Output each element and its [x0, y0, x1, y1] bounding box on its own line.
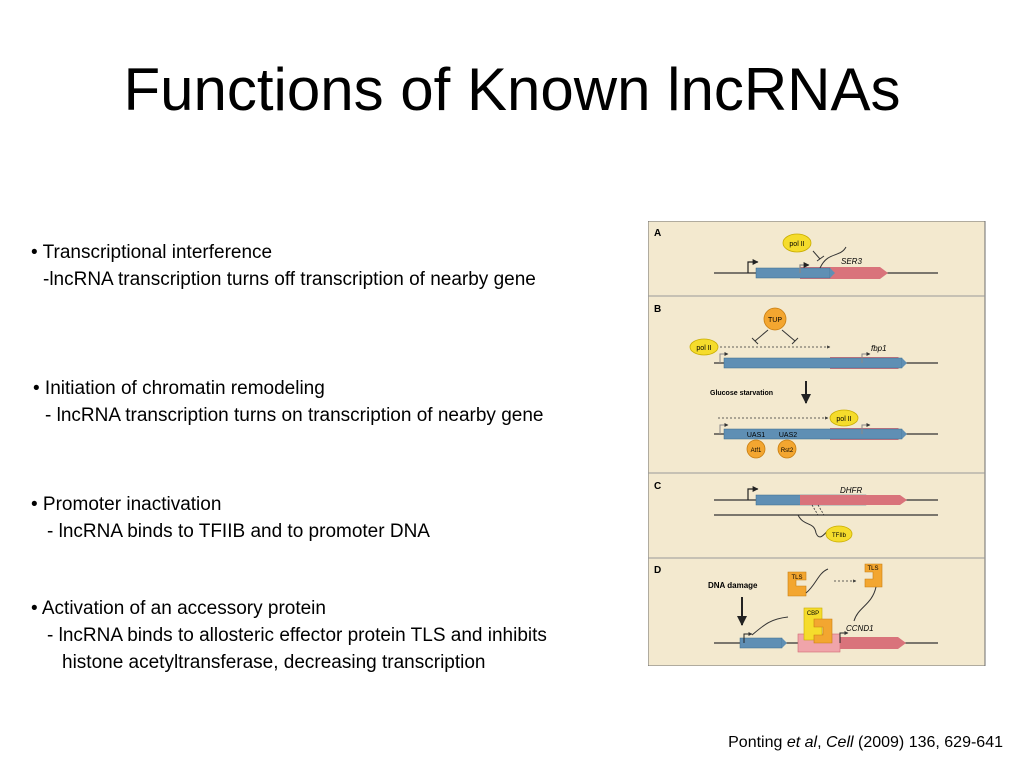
panel-b: B TUP pol II fbp1 Glucose starvation pol… — [654, 304, 938, 459]
pol-ii-label: pol II — [696, 345, 711, 352]
uas1-label: UAS1 — [747, 432, 765, 439]
pol-ii-label: pol II — [836, 416, 851, 423]
promoter-arrow — [747, 259, 759, 273]
condition-label: Glucose starvation — [710, 390, 773, 397]
bullet-transcriptional-interference: • Transcriptional interference -lncRNA t… — [31, 239, 536, 293]
tfiib-label: TFIIb — [832, 533, 847, 539]
tls-label: TLS — [867, 566, 878, 572]
pol-ii-label: pol II — [789, 241, 804, 248]
citation: Ponting et al, Cell (2009) 136, 629-641 — [728, 734, 1003, 752]
gene-label: fbp1 — [871, 344, 887, 353]
tls-protein-icon — [787, 571, 807, 597]
condition-label: DNA damage — [708, 581, 758, 590]
pol-ii-icon — [689, 338, 719, 356]
tls-protein-bound — [813, 618, 833, 644]
panel-c: C DHFR TFIIb — [654, 481, 938, 543]
lncrna-mechanism-figure: A pol II SER3 B TUP pol II fbp1 — [648, 221, 986, 666]
cbp-label: CBP — [807, 611, 819, 617]
bullet-detail-continued: histone acetyltransferase, decreasing tr… — [62, 652, 486, 673]
uas2-label: UAS2 — [779, 432, 797, 439]
panel-letter: B — [654, 304, 661, 315]
gene-box — [800, 495, 900, 505]
rst2-icon — [777, 439, 797, 459]
lncrna-box — [723, 357, 903, 369]
rst2-label: Rst2 — [781, 448, 794, 454]
citation-etal: et al — [786, 734, 818, 751]
panel-a: A pol II SER3 — [654, 228, 938, 279]
figure-frame — [648, 221, 986, 666]
atf1-label: Atf1 — [751, 448, 762, 454]
bullet-heading: • Activation of an accessory protein — [31, 598, 326, 619]
bullet-promoter-inactivation: • Promoter inactivation - lncRNA binds t… — [31, 491, 430, 545]
lncrna-box — [739, 637, 783, 649]
bullet-detail: - lncRNA binds to allosteric effector pr… — [47, 625, 547, 646]
panel-letter: D — [654, 565, 661, 576]
tup-label: TUP — [768, 317, 782, 324]
panel-letter: A — [654, 228, 661, 239]
page-title: Functions of Known lncRNAs — [123, 56, 901, 123]
citation-journal: Cell — [825, 734, 854, 751]
lncrna-strand — [751, 616, 789, 636]
bullet-chromatin-remodeling: • Initiation of chromatin remodeling - l… — [33, 375, 543, 429]
bullet-heading: • Promoter inactivation — [31, 494, 222, 515]
citation-sep: , — [817, 734, 826, 751]
atf1-icon — [746, 439, 766, 459]
gene-label: SER3 — [841, 257, 862, 266]
inhibition-line — [812, 250, 821, 260]
tls-protein-icon — [864, 563, 883, 588]
promoter-arrow — [799, 262, 810, 273]
panel-letter: C — [654, 481, 661, 492]
tup-icon — [763, 307, 787, 331]
promoter-arrow — [747, 486, 759, 500]
lncrna-strand — [819, 246, 847, 269]
bullet-detail: - lncRNA transcription turns on transcri… — [45, 405, 544, 426]
citation-details: (2009) 136, 629-641 — [853, 734, 1003, 751]
gene-box — [840, 637, 898, 649]
tls-label: TLS — [791, 575, 802, 581]
bullet-detail: -lncRNA transcription turns off transcri… — [43, 269, 536, 290]
bullet-heading: • Transcriptional interference — [31, 242, 273, 263]
bullet-detail: - lncRNA binds to TFIIB and to promoter … — [47, 521, 430, 542]
gene-label: CCND1 — [846, 624, 874, 633]
bullet-accessory-protein: • Activation of an accessory protein - l… — [31, 595, 547, 676]
lncrna-box — [755, 267, 831, 279]
pol-ii-icon — [782, 233, 812, 253]
citation-author: Ponting — [728, 734, 787, 751]
tfiib-icon — [825, 525, 853, 543]
pol-ii-icon — [829, 409, 859, 427]
panel-d: D DNA damage TLS TLS CBP CCND1 — [654, 563, 938, 653]
gene-label: DHFR — [840, 486, 862, 495]
bullet-heading: • Initiation of chromatin remodeling — [33, 378, 325, 399]
